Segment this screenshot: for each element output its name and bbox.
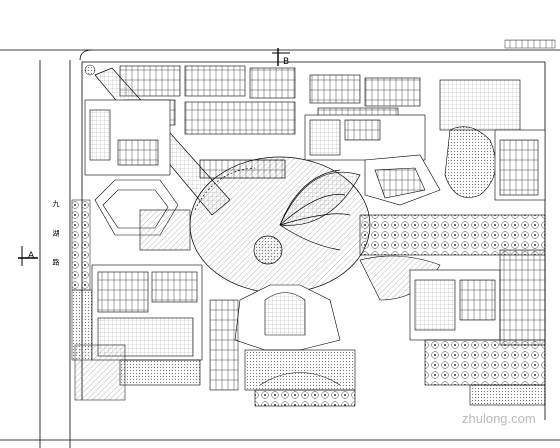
- section-marker-a: A: [18, 246, 38, 266]
- central-plaza: [189, 156, 371, 294]
- top-parking: [119, 65, 421, 135]
- section-marker-a-label: A: [28, 251, 35, 261]
- right-complex: [304, 79, 546, 206]
- lower-left-building: [91, 264, 203, 386]
- bottom-parking-strip: [209, 299, 239, 391]
- section-marker-b-label: B: [283, 57, 289, 67]
- left-tree-strip: [71, 199, 91, 291]
- top-left-tree-icon: [84, 64, 96, 76]
- center-building: [234, 284, 356, 407]
- watermark: zhulong.com: [462, 411, 536, 426]
- top-right-tree-row: [504, 39, 556, 49]
- lower-right-area: [359, 214, 546, 406]
- bottom-left-hatch: [74, 344, 126, 401]
- left-building: [84, 99, 191, 251]
- section-marker-b: B: [272, 48, 290, 67]
- road-label: 九 湖 路: [52, 199, 60, 275]
